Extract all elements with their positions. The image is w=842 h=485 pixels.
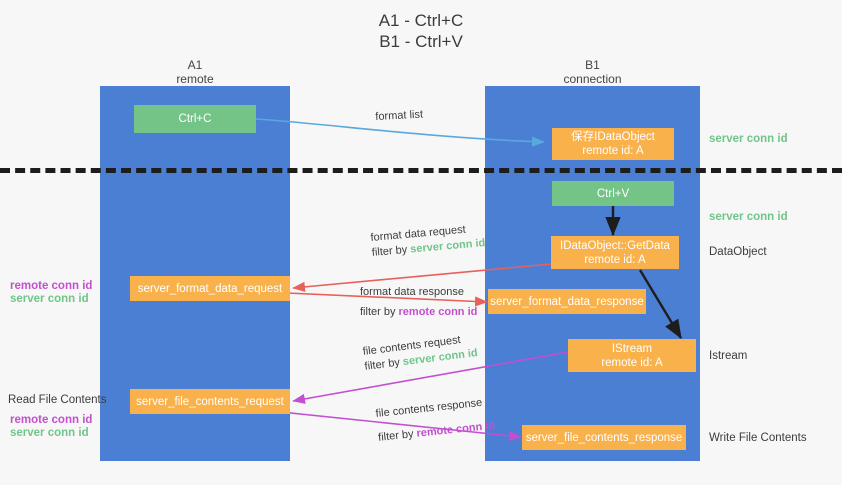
phase-separator [0, 168, 842, 173]
filter-prefix-3: filter by [363, 356, 404, 373]
edge-label-format-data-response-text: format data response [360, 286, 464, 298]
filter-prefix-4: filter by [377, 427, 418, 444]
lane-b1-subtitle: connection [563, 72, 622, 86]
annot-right-write-file-contents: Write File Contents [709, 432, 807, 444]
annot-right-dataobject: DataObject [709, 246, 767, 258]
lane-b1-name: B1 [585, 58, 600, 72]
edge-label-format-data-request: format data request filter by server con… [370, 221, 486, 261]
lane-a1-name: A1 [187, 58, 203, 72]
filter-prefix-1: filter by [371, 243, 411, 259]
node-ctrl-c-label: Ctrl+C [178, 113, 212, 125]
node-istream[interactable]: IStream remote id: A [568, 339, 696, 372]
annot-right-server-conn-id-1: server conn id [709, 133, 788, 145]
node-server-format-data-request-label: server_format_data_request [137, 282, 283, 295]
node-istream-title: IStream [611, 342, 653, 355]
node-server-format-data-response-label: server_format_data_response [490, 295, 644, 308]
filter-prefix-2: filter by [360, 306, 399, 318]
node-ctrl-v-label: Ctrl+V [596, 187, 630, 200]
title-line-1: A1 - Ctrl+C [378, 11, 464, 30]
annot-left-server-conn-id-1: server conn id [10, 293, 89, 305]
annot-left-remote-conn-id-2: remote conn id [10, 414, 93, 426]
node-idataobject-getdata[interactable]: IDataObject::GetData remote id: A [551, 236, 679, 269]
node-save-idataobject[interactable]: 保存IDataObject remote id: A [552, 128, 674, 160]
annot-left-server-conn-id-2: server conn id [10, 427, 89, 439]
node-server-file-contents-response-label: server_file_contents_response [525, 431, 683, 444]
node-getdata-remote-id: remote id: A [584, 253, 646, 266]
filter-term-remote-conn-id-2: remote conn id [415, 419, 496, 440]
node-server-format-data-request[interactable]: server_format_data_request [130, 276, 290, 301]
node-server-file-contents-response[interactable]: server_file_contents_response [522, 425, 686, 450]
node-server-file-contents-request[interactable]: server_file_contents_request [130, 389, 290, 414]
page-title: A1 - Ctrl+C B1 - Ctrl+V [0, 10, 842, 52]
edge-label-format-data-response: format data response filter by remote co… [360, 285, 477, 320]
node-save-idataobject-remote-id: remote id: A [582, 145, 644, 157]
lane-header-a1: A1 remote [100, 58, 290, 86]
edge-label-format-data-response-filter: filter by remote conn id [360, 305, 477, 320]
node-server-format-data-response[interactable]: server_format_data_response [488, 289, 646, 314]
node-istream-remote-id: remote id: A [601, 356, 663, 369]
edge-label-file-contents-response-filter: filter by remote conn id [378, 419, 496, 446]
node-ctrl-c[interactable]: Ctrl+C [134, 105, 256, 133]
annot-right-server-conn-id-2: server conn id [709, 211, 788, 223]
node-save-idataobject-title: 保存IDataObject [571, 131, 655, 143]
lane-header-b1: B1 connection [485, 58, 700, 86]
edge-label-file-contents-response-text: file contents response [375, 396, 483, 420]
node-getdata-title: IDataObject::GetData [560, 239, 670, 252]
edge-label-file-contents-request: file contents request filter by server c… [362, 331, 479, 375]
annot-left-read-file-contents: Read File Contents [8, 394, 107, 406]
node-ctrl-v[interactable]: Ctrl+V [552, 181, 674, 206]
lane-a1-subtitle: remote [176, 72, 214, 86]
edge-label-format-list: format list [375, 108, 423, 125]
edge-label-format-list-text: format list [375, 108, 424, 123]
annot-left-remote-conn-id-1: remote conn id [10, 280, 93, 292]
title-line-2: B1 - Ctrl+V [379, 32, 463, 51]
filter-term-remote-conn-id-1: remote conn id [398, 306, 478, 318]
node-server-file-contents-request-label: server_file_contents_request [136, 395, 284, 408]
edge-label-file-contents-response: file contents response filter by remote … [375, 395, 496, 446]
annot-right-istream: Istream [709, 350, 748, 362]
